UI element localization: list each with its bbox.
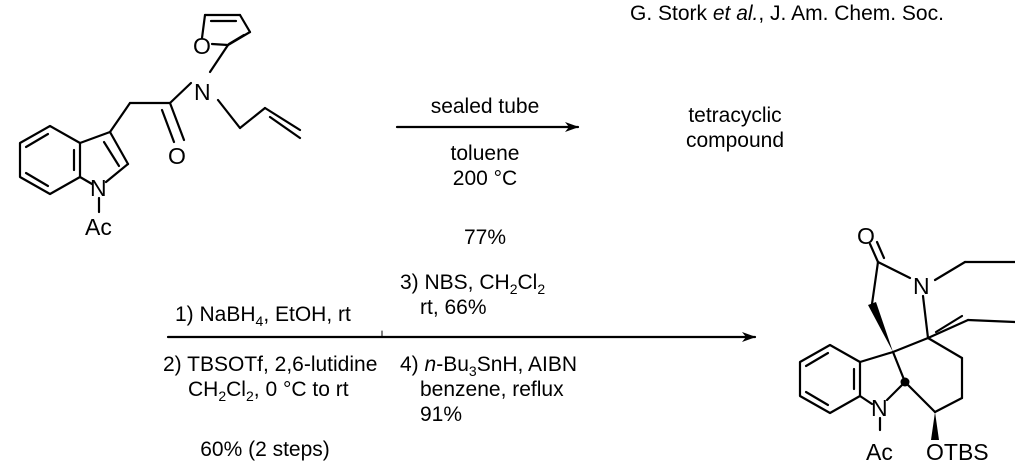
sm-furan-o-c5 <box>200 13 207 40</box>
step3-r4-prefix: 4) <box>400 353 425 376</box>
pr-benzene-double-1 <box>804 351 830 368</box>
sm-furan-double-2 <box>227 33 246 46</box>
step3-r4-sub: 3 <box>468 363 477 379</box>
sm-furan-c2-o <box>210 42 230 47</box>
sm-benzene-double-1 <box>24 132 50 149</box>
pr-atom-n-lactam: N <box>913 273 930 299</box>
step2-r2-sub1: 2 <box>218 388 227 404</box>
pr-c11-c <box>926 318 970 340</box>
pr-atom-ac: Ac <box>866 439 893 465</box>
pr-c3-c11 <box>891 336 930 354</box>
sm-atom-o-furan: O <box>193 33 211 59</box>
sm-co-o <box>168 101 186 142</box>
step3-r4-rest: SnH, AIBN <box>476 353 578 376</box>
step3-reagent-3-line1: 3) NBS, CH2Cl2 <box>400 271 546 297</box>
sm-co-n <box>168 81 193 105</box>
step3-r3-sub1: 2 <box>509 281 518 297</box>
citation-authors: G. Stork <box>630 2 713 25</box>
sm-n-ch2 <box>216 98 242 130</box>
step2-reagent-1: 1) NaBH4, EtOH, rt <box>175 303 351 329</box>
pr-c3a-c3 <box>858 350 895 364</box>
pr-atom-otbs: OTBS <box>926 439 989 465</box>
sm-atom-n-indole: N <box>90 175 107 201</box>
sm-furan-c4-c3 <box>238 13 252 34</box>
pr-wedge-otbs <box>931 412 939 440</box>
intermediate-product-line2: compound <box>685 129 785 152</box>
intermediate-product-line1: tetracyclic <box>688 104 782 127</box>
step3-reagent-4-line3: 91% <box>420 403 463 426</box>
step3-reagent-4-line1: 4) n-Bu3SnH, AIBN <box>400 353 578 379</box>
pr-c-edge <box>966 318 1015 324</box>
sm-benzene-ring <box>18 124 82 196</box>
pr-c9-c8 <box>933 396 964 414</box>
step3-r4-italic: n <box>424 353 437 376</box>
sm-ch-ch2-double <box>268 115 302 140</box>
step3-r3-text: 3) NBS, CH <box>400 271 510 294</box>
step2-r1-rest: , EtOH, rt <box>263 303 351 326</box>
step3-r3-sub2: 2 <box>537 281 546 297</box>
pr-benzene-double-2 <box>804 390 830 407</box>
sm-atom-o-carbonyl: O <box>168 143 186 169</box>
pr-n-c7a <box>858 394 874 406</box>
pr-atom-n-indoline: N <box>871 395 888 421</box>
step3-r4-bu: -Bu <box>436 353 469 376</box>
sm-c2-c3-double <box>102 140 121 168</box>
sm-atom-n-amide: N <box>194 79 211 105</box>
sm-ch2-ch <box>238 106 267 130</box>
pr-c11-c10 <box>926 336 964 360</box>
step1-solvent: toluene <box>450 142 520 165</box>
citation-etal: et al. <box>712 2 759 25</box>
step2-r1-text: 1) NaBH <box>175 303 256 326</box>
step1-temperature: 200 °C <box>452 167 518 190</box>
pr-n-ch2 <box>933 260 967 282</box>
sm-c2-n1 <box>104 162 130 184</box>
pr-atom-o: O <box>857 223 875 249</box>
sm-c3-c2 <box>108 130 130 166</box>
pr-wedge-lactam <box>868 302 893 352</box>
pr-c3-c2 <box>891 350 907 384</box>
step2-r2-sub2: 2 <box>245 388 254 404</box>
pr-c8-c2 <box>903 380 937 414</box>
pr-co-o-double <box>875 240 886 260</box>
sm-ch-ch2 <box>263 106 302 132</box>
step1-yield: 77% <box>463 226 507 249</box>
step2-r2-ch: CH <box>188 378 219 401</box>
sm-benzene-double-2 <box>24 171 50 188</box>
pr-c11-c-double <box>934 314 964 334</box>
step3-reagent-4-line2: benzene, reflux <box>420 378 564 401</box>
citation: G. Stork et al., J. Am. Chem. Soc. <box>630 2 944 26</box>
pr-ch2-co <box>870 260 880 306</box>
pr-co-n <box>876 260 912 280</box>
sm-n-furyl <box>208 43 230 74</box>
sm-c3a-c3 <box>78 130 112 145</box>
pr-n-c11 <box>921 294 930 340</box>
step3-reagent-3-line2: rt, 66% <box>420 296 487 319</box>
step2-r1-sub: 4 <box>255 313 264 329</box>
citation-journal: , J. Am. Chem. Soc. <box>758 2 944 25</box>
sm-n1-c7a <box>78 175 94 186</box>
pr-benzene-ring <box>798 343 862 415</box>
sm-co-o-double <box>160 108 176 144</box>
step2-r2-cl: Cl <box>226 378 246 401</box>
step1-above-arrow: sealed tube <box>430 95 540 118</box>
step2-r2-rest: , 0 °C to rt <box>253 378 349 401</box>
step3-r3-cl: Cl <box>517 271 538 294</box>
step2-yield: 60% (2 steps) <box>200 438 330 461</box>
step2-reagent-2-line1: 2) TBSOTf, 2,6-lutidine <box>163 353 378 376</box>
sm-atom-ac: Ac <box>85 214 112 240</box>
starting-material: O N O N Ac <box>18 13 302 240</box>
step2-reagent-2-line2: CH2Cl2, 0 °C to rt <box>188 378 349 404</box>
final-product: O N N Ac OTBS <box>798 223 1015 465</box>
pr-co-o <box>868 242 880 264</box>
sm-c3-ch2 <box>108 101 132 134</box>
